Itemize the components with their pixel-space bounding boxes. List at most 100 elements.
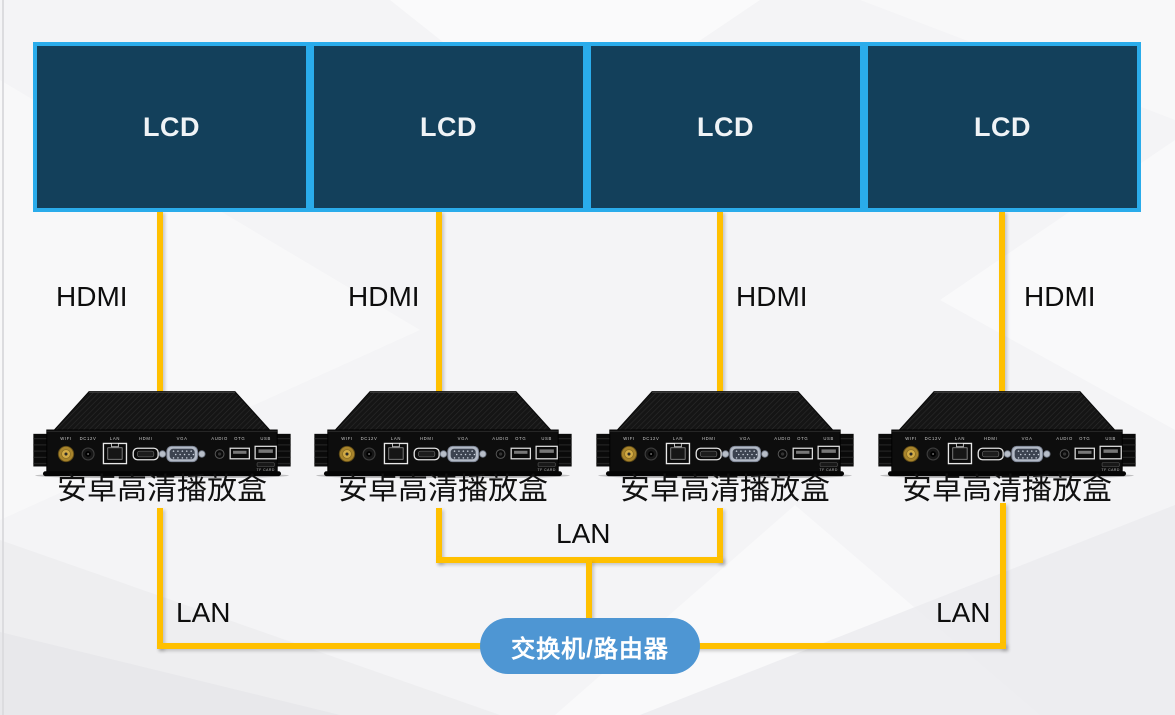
lan-label-right: LAN bbox=[936, 597, 991, 628]
lcd-label-3: LCD bbox=[697, 111, 754, 142]
port-label: VGA bbox=[1022, 436, 1033, 441]
port-label: AUDIO bbox=[211, 436, 228, 441]
port-label: USB bbox=[823, 436, 834, 441]
port-label: VGA bbox=[177, 436, 188, 441]
audio-port bbox=[214, 449, 225, 459]
port-label: USB bbox=[260, 436, 271, 441]
vga-port bbox=[721, 445, 769, 463]
player-device-1: WIFI DC12V LAN HDMI VGA A bbox=[27, 382, 297, 478]
port-label: USB bbox=[541, 436, 552, 441]
usb-port bbox=[817, 445, 840, 460]
device-top-heatsink bbox=[614, 391, 836, 433]
port-label: VGA bbox=[458, 436, 469, 441]
hdmi-label-4: HDMI bbox=[1024, 281, 1096, 312]
lan-cable-player3-drop bbox=[717, 508, 723, 563]
switch-router-label: 交换机/路由器 bbox=[511, 635, 669, 663]
slide-edge-line bbox=[2, 0, 4, 715]
wifi-antenna-port bbox=[338, 445, 356, 463]
port-label: LAN bbox=[391, 436, 401, 441]
tf-card-label: TF CARD bbox=[1102, 468, 1120, 472]
port-label: OTG bbox=[234, 436, 245, 441]
tf-card-slot bbox=[1101, 462, 1120, 467]
port-label: WIFI bbox=[623, 436, 635, 441]
port-label: AUDIO bbox=[774, 436, 791, 441]
lcd-label-2: LCD bbox=[420, 111, 477, 142]
lan-cable-switch-drop bbox=[586, 560, 592, 620]
tf-card-slot bbox=[537, 462, 556, 467]
port-label: OTG bbox=[797, 436, 808, 441]
lan-cable-player2-drop bbox=[436, 508, 442, 563]
tf-card-label: TF CARD bbox=[820, 468, 838, 472]
device-top-heatsink bbox=[332, 391, 554, 433]
port-label: DC12V bbox=[925, 436, 942, 441]
player-device-2: WIFI DC12V LAN HDMI VGA A bbox=[308, 382, 578, 478]
port-label: LAN bbox=[110, 436, 120, 441]
usb-port bbox=[535, 445, 558, 460]
switch-router-node: 交换机/路由器 bbox=[480, 618, 700, 674]
hdmi-cable-4 bbox=[999, 211, 1005, 399]
lan-label-middle: LAN bbox=[556, 518, 611, 549]
lan-cable-right-run bbox=[693, 643, 1006, 649]
audio-port bbox=[1059, 449, 1070, 459]
dc-power-port bbox=[81, 447, 95, 461]
player-caption-1: 安卓高清播放盒 bbox=[57, 472, 267, 507]
tf-card-slot bbox=[256, 462, 275, 467]
tf-card-slot bbox=[819, 462, 838, 467]
dc-power-port bbox=[644, 447, 658, 461]
tf-card-label: TF CARD bbox=[538, 468, 556, 472]
device-top-heatsink bbox=[896, 391, 1118, 433]
usb-port bbox=[1099, 445, 1122, 460]
port-label: HDMI bbox=[984, 436, 997, 441]
lcd-screen-3: LCD bbox=[587, 42, 864, 212]
lcd-video-wall: LCD LCD LCD LCD bbox=[33, 42, 1141, 212]
vga-port bbox=[1003, 445, 1051, 463]
hdmi-label-2: HDMI bbox=[348, 281, 420, 312]
port-label: USB bbox=[1105, 436, 1116, 441]
hdmi-label-1: HDMI bbox=[56, 281, 128, 312]
audio-port bbox=[777, 449, 788, 459]
port-label: LAN bbox=[955, 436, 965, 441]
lan-cable-player4-drop bbox=[1000, 503, 1006, 649]
port-label: DC12V bbox=[643, 436, 660, 441]
hdmi-port bbox=[977, 447, 1004, 461]
device-top-heatsink bbox=[51, 391, 273, 433]
hdmi-label-3: HDMI bbox=[736, 281, 808, 312]
player-device-photo: WIFI DC12V LAN HDMI VGA A bbox=[878, 391, 1136, 478]
tf-card-label: TF CARD bbox=[257, 468, 275, 472]
lcd-label-1: LCD bbox=[143, 111, 200, 142]
lcd-screen-1: LCD bbox=[33, 42, 310, 212]
lan-cable-left-run bbox=[157, 643, 487, 649]
wifi-antenna-port bbox=[902, 445, 920, 463]
port-label: AUDIO bbox=[492, 436, 509, 441]
lan-port bbox=[383, 442, 409, 465]
otg-port bbox=[792, 447, 813, 460]
port-label: HDMI bbox=[702, 436, 715, 441]
port-label: AUDIO bbox=[1056, 436, 1073, 441]
port-label: OTG bbox=[515, 436, 526, 441]
port-label: VGA bbox=[740, 436, 751, 441]
port-label: WIFI bbox=[905, 436, 917, 441]
port-label: HDMI bbox=[420, 436, 433, 441]
player-device-photo: WIFI DC12V LAN HDMI VGA A bbox=[314, 391, 572, 478]
port-label: HDMI bbox=[139, 436, 152, 441]
lan-label-left: LAN bbox=[176, 597, 231, 628]
lan-port bbox=[947, 442, 973, 465]
hdmi-cable-2 bbox=[436, 211, 442, 399]
lcd-screen-4: LCD bbox=[864, 42, 1141, 212]
port-label: WIFI bbox=[341, 436, 353, 441]
port-label: LAN bbox=[673, 436, 683, 441]
otg-port bbox=[1074, 447, 1095, 460]
hdmi-port bbox=[695, 447, 722, 461]
otg-port bbox=[229, 447, 250, 460]
lan-cable-player1-drop bbox=[157, 508, 163, 649]
lcd-screen-2: LCD bbox=[310, 42, 587, 212]
hdmi-cable-1 bbox=[157, 211, 163, 399]
hdmi-port bbox=[132, 447, 159, 461]
lcd-label-4: LCD bbox=[974, 111, 1031, 142]
vga-port bbox=[439, 445, 487, 463]
wifi-antenna-port bbox=[57, 445, 75, 463]
lan-port bbox=[102, 442, 128, 465]
lan-cable-middle-bus bbox=[436, 557, 723, 563]
usb-port bbox=[254, 445, 277, 460]
